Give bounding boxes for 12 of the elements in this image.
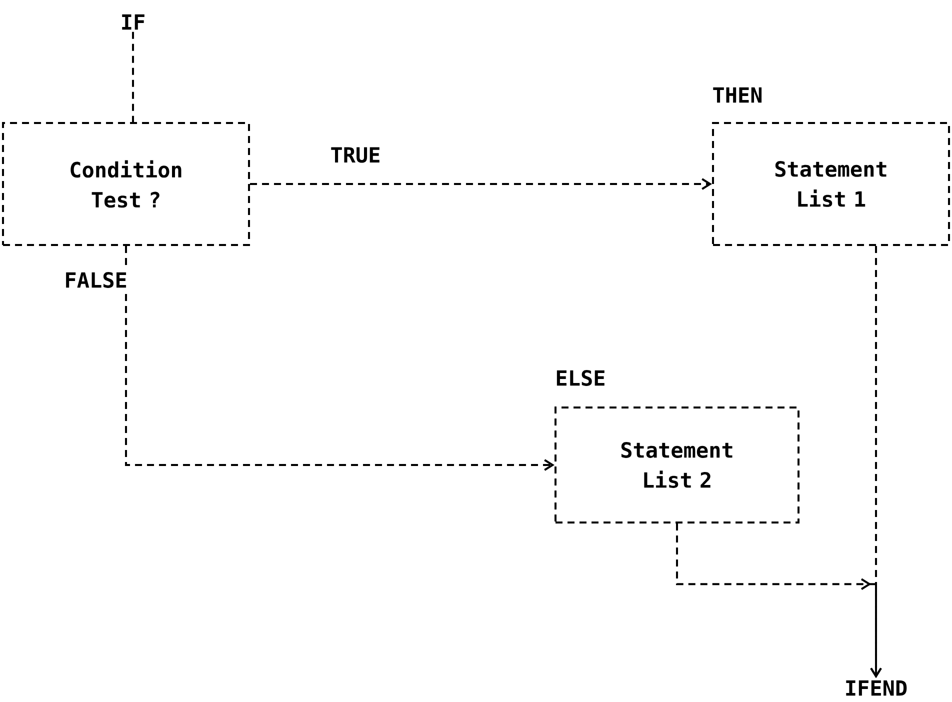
flow-label: IFEND: [846, 680, 907, 696]
arrow: [250, 178, 712, 190]
statement-box: Statement List 1: [712, 122, 950, 246]
flow-label: IF: [122, 14, 144, 30]
edge-label: TRUE: [328, 145, 383, 165]
edge-label: FALSE: [62, 270, 130, 290]
arrow: [676, 524, 882, 678]
statement-box: Statement List 2: [554, 406, 800, 524]
box-heading: THEN: [713, 87, 762, 103]
statement-box: Condition Test ?: [2, 122, 250, 246]
arrow: [125, 246, 554, 471]
box-heading: ELSE: [556, 370, 604, 386]
